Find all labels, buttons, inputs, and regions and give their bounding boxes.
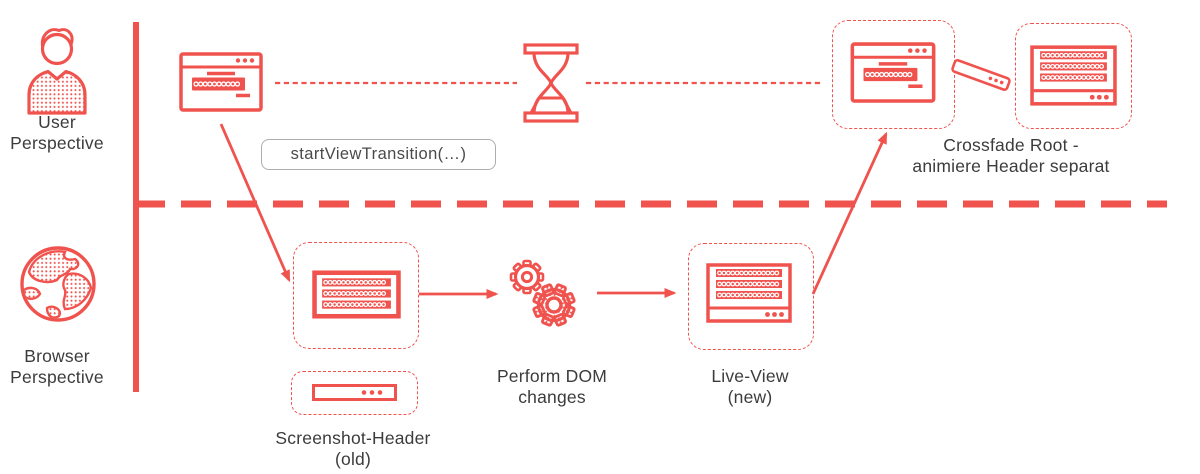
small-gear: [509, 259, 545, 295]
browser-perspective-line2: Perspective: [10, 367, 104, 387]
screenshot-header-line1: Screenshot-Header: [275, 428, 431, 448]
screenshot-view-icon: [312, 270, 401, 319]
globe-icon: [20, 246, 96, 322]
screenshot-header-label: Screenshot-Header (old): [253, 428, 453, 470]
arrow-live-view-to-crossfade: [811, 131, 888, 295]
live-view-box: [688, 243, 814, 350]
screenshot-header-box: [291, 371, 418, 415]
live-view-label: Live-View (new): [688, 366, 812, 408]
browser-perspective-label: Browser Perspective: [0, 346, 114, 388]
perform-dom-line1: Perform DOM: [496, 366, 608, 386]
browser-window-icon: [179, 52, 263, 112]
user-perspective-line1: User: [38, 112, 76, 132]
browser-perspective-line1: Browser: [24, 346, 90, 366]
gears-icon: [509, 259, 576, 327]
content-list-icon: [1030, 45, 1117, 106]
user-perspective-label: User Perspective: [0, 112, 114, 154]
crossfade-root-label: Crossfade Root - animiere Header separat: [886, 135, 1136, 177]
large-gear: [532, 283, 576, 327]
user-perspective-line2: Perspective: [10, 133, 104, 153]
perform-dom-line2: changes: [518, 387, 586, 407]
screenshot-view-box: [293, 242, 419, 349]
live-view-icon: [706, 263, 792, 323]
screenshot-header-line2: (old): [334, 449, 371, 469]
crossfade-root-box: [832, 20, 955, 129]
hourglass-icon: [523, 43, 579, 123]
crossfade-content-box: [1015, 23, 1132, 129]
person-icon: [27, 28, 87, 115]
live-view-line1: Live-View: [711, 366, 789, 386]
live-view-line2: (new): [727, 387, 773, 407]
flying-header-icon: [951, 58, 1011, 92]
start-view-transition-label: startViewTransition(…): [290, 145, 467, 163]
arrow-capture-old-view: [219, 123, 291, 283]
start-view-transition-callout: startViewTransition(…): [261, 139, 496, 170]
crossfade-root-line2: animiere Header separat: [912, 156, 1110, 176]
perform-dom-label: Perform DOM changes: [472, 366, 632, 408]
crossfade-root-line1: Crossfade Root -: [943, 135, 1079, 155]
screenshot-header-icon: [312, 384, 397, 401]
crossfade-browser-window-icon: [850, 42, 936, 103]
